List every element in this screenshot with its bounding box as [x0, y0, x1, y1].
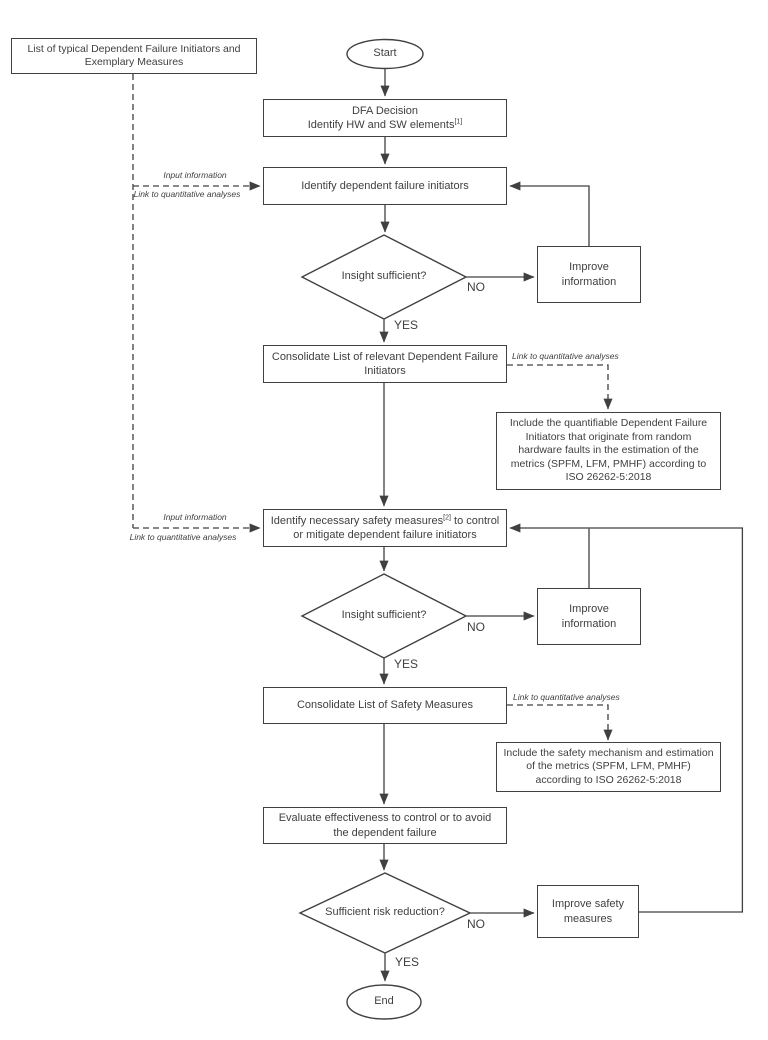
label-link-quantitative-left-2: Link to quantitative analyses [129, 532, 237, 542]
dashed-link-quantitative2 [507, 704, 613, 741]
improve-safety-measures-text: Improve safety measures [551, 898, 625, 925]
include-quantifiable-dfi-text: Include the quantifiable Dependent Failu… [509, 417, 708, 484]
connector-improve-sm-feedback [509, 523, 744, 913]
label-no-1: NO [467, 280, 485, 294]
improve-information-2-text: Improve information [561, 603, 617, 630]
decision1-label: Insight sufficient? [341, 270, 427, 283]
label-yes-3: YES [395, 955, 420, 969]
note-include-safety-mechanism: Include the safety mechanism and estimat… [496, 742, 721, 792]
include-safety-mechanism-text: Include the safety mechanism and estimat… [503, 746, 714, 786]
decision1-shape [300, 234, 468, 320]
label-link-quantitative-right-1: Link to quantitative analyses [512, 351, 619, 361]
footnote-ref-1: [1] [454, 118, 463, 126]
label-no-2: NO [467, 620, 485, 634]
consolidate-dfi-list-text: Consolidate List of relevant Dependent F… [271, 350, 499, 377]
identify-dfi-text: Identify dependent failure initiators [301, 179, 469, 192]
dfa-decision-line2: Identify HW and SW elements[1] [307, 118, 463, 131]
label-yes-2: YES [394, 657, 419, 671]
process-improve-safety-measures: Improve safety measures [537, 885, 639, 938]
label-yes-1: YES [394, 318, 419, 332]
label-input-information-2: Input information [163, 512, 227, 522]
process-consolidate-safety-measures: Consolidate List of Safety Measures [263, 687, 507, 724]
start-terminator-shape [346, 38, 424, 70]
process-improve-information-2: Improve information [537, 588, 641, 645]
process-dfa-decision: DFA Decision Identify HW and SW elements… [263, 99, 507, 137]
process-consolidate-dfi-list: Consolidate List of relevant Dependent F… [263, 345, 507, 383]
dashed-link-quantitative1 [507, 364, 613, 410]
evaluate-effectiveness-text: Evaluate effectiveness to control or to … [278, 812, 492, 839]
decision3-label: Sufficient risk reduction? [325, 906, 445, 919]
decision3-shape [298, 872, 472, 954]
footnote-ref-2: [2] [443, 514, 451, 522]
end-terminator-label: End [374, 995, 394, 1008]
dfa-decision-line1: DFA Decision [351, 104, 419, 117]
decision2-shape [300, 573, 468, 659]
process-identify-dfi: Identify dependent failure initiators [263, 167, 507, 205]
label-link-quantitative-right-2: Link to quantitative analyses [513, 692, 620, 702]
connector-improve-info1-feedback [509, 181, 590, 246]
process-evaluate-effectiveness: Evaluate effectiveness to control or to … [263, 807, 507, 844]
consolidate-safety-measures-text: Consolidate List of Safety Measures [296, 699, 474, 712]
end-terminator-shape [346, 984, 422, 1020]
decision2-label: Insight sufficient? [341, 609, 427, 622]
note-include-quantifiable-dfi: Include the quantifiable Dependent Failu… [496, 412, 721, 490]
label-link-quantitative-left-1: Link to quantitative analyses [133, 189, 241, 199]
process-identify-safety-measures: Identify necessary safety measures[2] to… [263, 509, 507, 547]
label-no-3: NO [467, 917, 485, 931]
identify-safety-measures-text: Identify necessary safety measures[2] to… [270, 514, 500, 541]
start-terminator-label: Start [373, 47, 397, 60]
label-input-information-1: Input information [163, 170, 227, 180]
improve-information-1-text: Improve information [561, 261, 617, 288]
legend-note-text: List of typical Dependent Failure Initia… [27, 42, 241, 68]
process-improve-information-1: Improve information [537, 246, 641, 303]
legend-note-box: List of typical Dependent Failure Initia… [11, 38, 257, 74]
dfa-decision-text: DFA Decision Identify HW and SW elements… [270, 104, 500, 132]
